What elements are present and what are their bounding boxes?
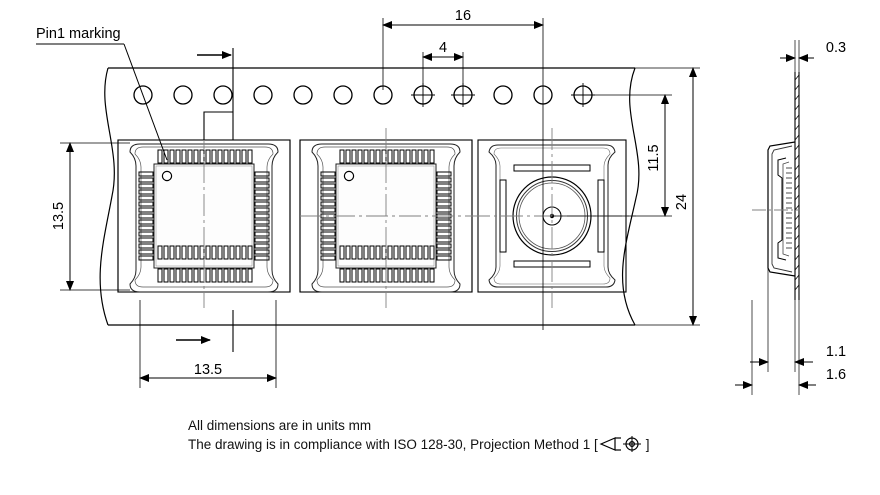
sprocket-hole	[213, 85, 233, 105]
dimension-4: 4	[422, 40, 464, 90]
dimension-13p5-vertical: 13.5	[51, 142, 130, 291]
sprocket-hole	[493, 85, 513, 105]
note-line-2-suffix: ]	[645, 437, 650, 452]
cover-tape-hatch	[794, 74, 800, 291]
notes-block: All dimensions are in units mm The drawi…	[188, 416, 708, 454]
side-section-view: 0.3 1.1 1.6	[735, 40, 846, 395]
dimension-16: 16	[382, 8, 544, 330]
dim-text-4: 4	[439, 40, 447, 56]
dim-text-24: 24	[674, 194, 690, 210]
dimension-0p3: 0.3	[780, 40, 846, 150]
dim-text-1p6: 1.6	[826, 367, 846, 383]
break-line-right	[621, 67, 640, 326]
dimension-24: 24	[600, 67, 700, 326]
dim-text-11p5: 11.5	[646, 144, 662, 171]
dim-text-0p3: 0.3	[826, 40, 846, 56]
feed-direction-indicator-top	[197, 48, 234, 140]
top-view	[99, 67, 640, 326]
sprocket-hole	[293, 85, 313, 105]
sprocket-hole	[333, 85, 353, 105]
feed-direction-indicator-bottom	[176, 310, 234, 352]
dimension-1p6: 1.6	[735, 300, 846, 395]
pin1-marking-label: Pin1 marking	[36, 26, 121, 42]
dim-text-13p5-h: 13.5	[194, 362, 222, 378]
note-line-1: All dimensions are in units mm	[188, 418, 372, 433]
first-angle-projection-symbol	[599, 436, 641, 452]
pin1-leader	[36, 43, 168, 161]
dimension-11p5: 11.5	[552, 94, 672, 217]
sprocket-hole	[253, 85, 273, 105]
dim-text-13p5-v: 13.5	[51, 202, 67, 230]
note-line-2: The drawing is in compliance with ISO 12…	[188, 435, 708, 454]
sprocket-hole-row	[133, 83, 595, 107]
dim-text-1p1: 1.1	[826, 344, 846, 360]
sprocket-hole	[173, 85, 193, 105]
dimension-13p5-horizontal: 13.5	[139, 300, 277, 388]
note-line-2-prefix: The drawing is in compliance with ISO 12…	[188, 437, 598, 452]
dimension-1p1: 1.1	[750, 268, 846, 372]
dim-text-16: 16	[455, 8, 471, 24]
break-line-left	[99, 67, 115, 326]
